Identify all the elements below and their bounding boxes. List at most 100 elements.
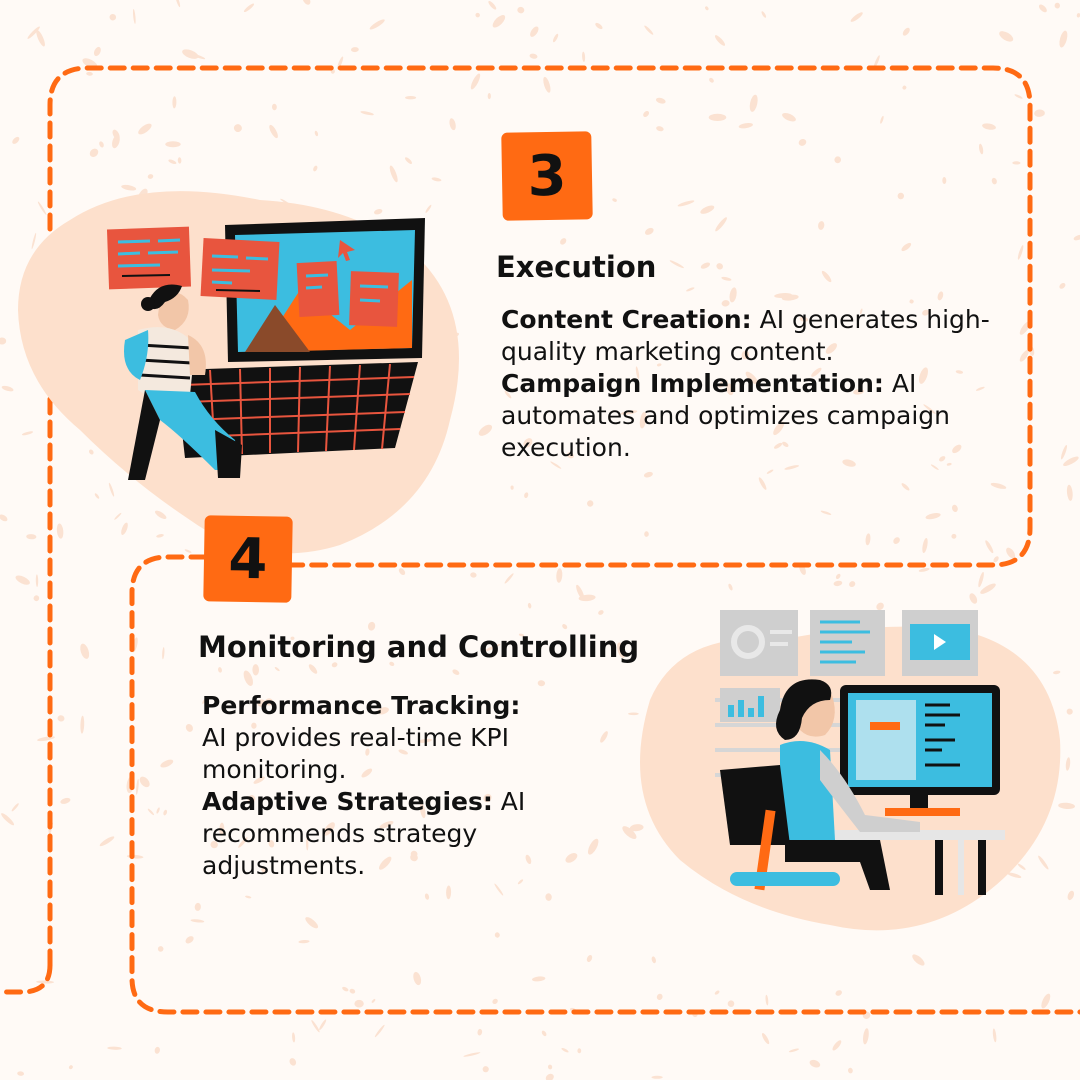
speckle <box>622 826 637 840</box>
speckle <box>651 1075 663 1079</box>
speckle <box>853 389 865 395</box>
speckle <box>700 262 711 269</box>
speckle <box>709 77 714 83</box>
speckle <box>112 129 120 140</box>
speckle <box>268 840 275 848</box>
item-text: AI automates and optimizes campaign exec… <box>501 369 951 462</box>
speckle <box>0 337 7 345</box>
speckle <box>524 492 529 499</box>
speckle <box>517 879 524 885</box>
speckle <box>342 986 349 992</box>
desktop-monitor <box>840 685 1000 816</box>
speckle <box>243 3 255 13</box>
frame-step-4 <box>129 554 1080 1015</box>
speckle <box>923 404 936 414</box>
step-4-description: Performance Tracking: AI provides real-t… <box>202 690 532 882</box>
woman-figure <box>776 679 920 890</box>
speckle <box>991 177 997 185</box>
frame-step-3-tail <box>0 962 53 995</box>
speckle <box>686 287 695 292</box>
speckle <box>108 482 115 497</box>
speckle <box>172 96 177 109</box>
speckle <box>168 159 177 165</box>
speckle <box>721 300 730 307</box>
step-title-monitoring-and-controlling: Monitoring and Controlling <box>198 630 640 664</box>
speckle <box>247 795 256 804</box>
speckle <box>314 130 319 137</box>
speckle <box>677 200 695 207</box>
speckle <box>893 537 900 544</box>
speckle <box>452 669 460 675</box>
speckle <box>873 55 880 69</box>
speckle <box>114 512 122 520</box>
speckle <box>738 122 753 129</box>
speckle <box>993 556 999 563</box>
speckle <box>377 707 389 715</box>
speckle <box>446 885 452 900</box>
speckle <box>257 699 267 708</box>
speckle <box>600 731 608 743</box>
speckle <box>952 444 962 454</box>
dashboard-cards <box>720 610 978 722</box>
speckle <box>132 8 136 24</box>
speckle <box>354 999 364 1008</box>
speckle <box>758 477 767 490</box>
speckle <box>862 1028 869 1045</box>
speckle <box>349 988 356 994</box>
speckle <box>271 103 277 111</box>
speckle <box>669 260 684 269</box>
speckle <box>219 822 225 836</box>
speckle <box>504 390 512 399</box>
speckle <box>765 994 769 1006</box>
speckle <box>716 263 723 270</box>
speckle <box>177 157 182 164</box>
speckle <box>897 192 905 200</box>
speckle <box>109 13 117 21</box>
speckle <box>492 998 498 1005</box>
speckle <box>57 715 65 722</box>
speckle <box>1067 890 1075 901</box>
speckle <box>942 177 947 184</box>
speckle <box>835 573 841 579</box>
speckle <box>470 572 477 578</box>
speckle <box>799 316 809 322</box>
speckle <box>644 531 649 537</box>
speckle <box>305 917 319 929</box>
speckle <box>139 776 150 788</box>
speckle <box>162 647 165 660</box>
speckle <box>798 138 807 146</box>
speckle <box>99 141 104 148</box>
speckle <box>762 1033 770 1045</box>
speckle <box>15 575 30 585</box>
speckle <box>419 803 426 819</box>
speckle <box>741 350 750 360</box>
speckle <box>1058 802 1075 810</box>
speckle <box>68 1065 73 1070</box>
speckle <box>292 1032 296 1043</box>
speckle <box>850 12 863 22</box>
speckle <box>147 174 154 179</box>
speckle <box>1066 484 1073 501</box>
floating-panels <box>106 226 399 327</box>
speckle <box>849 581 856 588</box>
speckle <box>1060 445 1068 460</box>
speckle <box>545 1073 554 1080</box>
speckle <box>582 51 586 62</box>
speckle <box>946 462 952 466</box>
speckle <box>532 976 546 982</box>
speckle <box>298 939 310 944</box>
speckle <box>265 698 273 706</box>
speckle <box>218 667 222 673</box>
speckle <box>413 971 422 986</box>
speckle <box>360 111 374 116</box>
speckle <box>37 736 55 742</box>
speckle <box>154 1046 160 1054</box>
speckle <box>1059 283 1066 289</box>
speckle <box>788 1048 800 1053</box>
item-text: AI provides real-time KPI monitoring. <box>202 723 509 784</box>
speckle <box>417 738 433 743</box>
chair <box>720 765 840 891</box>
speckle <box>980 583 996 594</box>
speckle <box>86 71 93 76</box>
